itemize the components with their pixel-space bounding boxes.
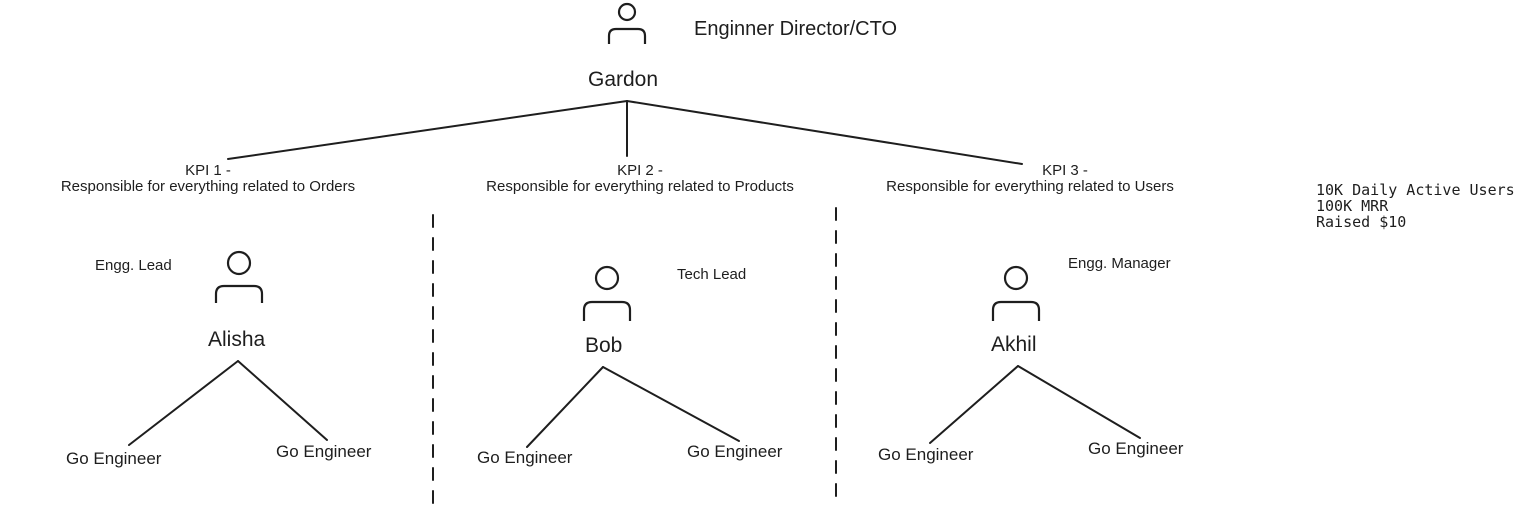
person-icon	[991, 265, 1041, 321]
lead-role: Engg. Manager	[1068, 255, 1171, 272]
alisha-to-engineer-left-line	[128, 360, 239, 446]
kpi-heading: KPI 2 -	[617, 162, 663, 179]
engineer-label: Go Engineer	[276, 442, 372, 461]
kpi-1-label: KPI 1 - Responsible for everything relat…	[0, 162, 416, 196]
alisha-to-engineer-right-line	[237, 360, 328, 441]
cto-name: Gardon	[588, 68, 659, 91]
kpi-heading: KPI 3 -	[1042, 162, 1088, 179]
metric-line: Raised $10	[1316, 212, 1407, 231]
cto-to-kpi1-line	[227, 100, 628, 160]
cto-title: Enginner Director/CTO	[694, 18, 898, 40]
kpi-heading: KPI 1 -	[185, 162, 231, 179]
metric-line: 100K MRR	[1316, 196, 1389, 215]
engineer-label: Go Engineer	[477, 448, 573, 467]
cto-to-kpi3-line	[626, 100, 1023, 165]
person-icon	[214, 250, 264, 303]
lead-role: Engg. Lead	[95, 257, 172, 274]
engineer-label: Go Engineer	[878, 445, 974, 464]
kpi-description: Responsible for everything related to Or…	[60, 178, 356, 196]
akhil-to-engineer-right-line	[1017, 365, 1141, 439]
engineer-label: Go Engineer	[1088, 439, 1184, 458]
person-icon	[607, 2, 647, 44]
engineer-label: Go Engineer	[66, 449, 162, 468]
metrics-note: 10K Daily Active Users 100K MRR Raised $…	[1316, 181, 1515, 231]
lead-name: Bob	[585, 334, 623, 357]
kpi-2-label: KPI 2 - Responsible for everything relat…	[440, 162, 840, 196]
lead-name: Akhil	[991, 333, 1037, 356]
metric-line: 10K Daily Active Users	[1316, 181, 1515, 199]
bob-to-engineer-right-line	[602, 366, 740, 442]
lead-role: Tech Lead	[677, 266, 747, 283]
akhil-to-engineer-left-line	[929, 365, 1019, 444]
engineer-label: Go Engineer	[687, 442, 783, 461]
kpi-description: Responsible for everything related to Pr…	[486, 178, 794, 196]
kpi-3-label: KPI 3 - Responsible for everything relat…	[850, 162, 1210, 196]
bob-to-engineer-left-line	[526, 366, 604, 448]
person-icon	[582, 265, 632, 321]
lead-name: Alisha	[208, 328, 266, 351]
kpi-description: Responsible for everything related to Us…	[886, 178, 1174, 196]
